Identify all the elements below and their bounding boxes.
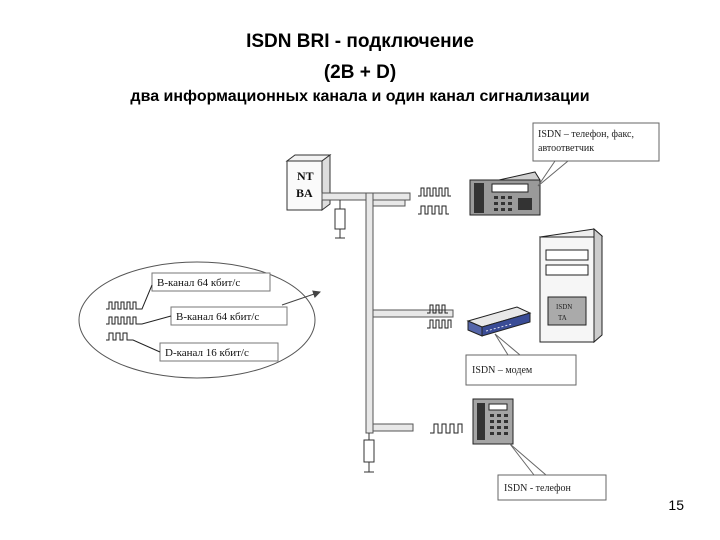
callout-phone-text: ISDN - телефон [504,483,572,494]
callout-phone-fax-text-1: ISDN – телефон, факс, [538,129,634,140]
pc-card-label-2: TA [558,314,567,322]
termination-resistor-top [334,200,346,239]
channel-b1-label: B-канал 64 кбит/с [157,277,240,289]
nt-label-line2: BA [296,186,313,200]
isdn-telephone-device [472,398,514,445]
slide-title-formula: (2B + D) [323,62,397,83]
pc-card-label-1: ISDN [556,303,572,311]
page-number: 15 [668,497,684,513]
callout-phone-fax-text-2: автоответчик [538,143,594,154]
slide-subtitle: два информационных канала и один канал с… [130,88,590,105]
fax-phone-device [469,171,541,216]
nt-box: NT BA [285,154,332,211]
slide-title: ISDN BRI - подключение [246,31,474,52]
isdn-modem-device [466,306,532,337]
channel-ellipse: B-канал 64 кбит/с B-канал 64 кбит/с D-ка… [78,261,321,379]
termination-resistor-bottom [363,433,375,473]
callout-phone: ISDN - телефон [497,443,607,501]
pulse-waveforms [418,187,463,434]
callout-modem: ISDN – модем [465,333,577,386]
nt-label-line1: NT [297,169,314,183]
callout-phone-fax: ISDN – телефон, факс, автоответчик [532,122,660,187]
callout-modem-text: ISDN – модем [472,365,533,376]
channel-b2-label: B-канал 64 кбит/с [176,311,259,323]
channel-d-label: D-канал 16 кбит/с [165,347,249,359]
pc-tower: ISDN TA [538,227,604,344]
isdn-bus [321,192,454,434]
